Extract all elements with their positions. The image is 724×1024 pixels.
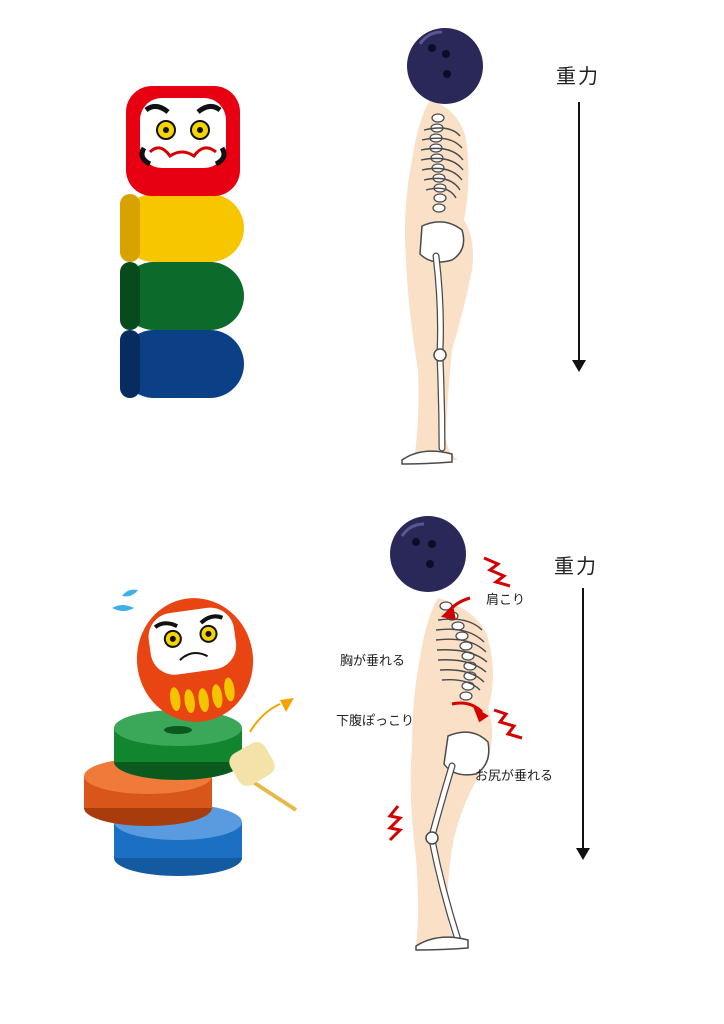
daruma-stack-toppling: [84, 589, 298, 876]
pain-zigzag-icon: [386, 556, 523, 842]
chest-annotation: 胸が垂れる: [340, 654, 406, 669]
slouched-skeleton: [386, 516, 523, 951]
shoulder-annotation: 肩こり: [486, 593, 526, 608]
gravity-label: 重力: [554, 554, 598, 578]
daruma-head-icon: [126, 86, 240, 196]
block-green: [120, 262, 244, 330]
poor-posture-illustration: [84, 516, 590, 951]
daruma-stack-aligned: [120, 86, 244, 398]
sweat-drop-icon: [112, 605, 134, 611]
poor-posture-panel: 重力 肩こり 胸が垂れる 下腹ぽっこり お尻が垂れる: [0, 500, 724, 1024]
block-blue: [120, 330, 244, 398]
bowling-ball-head-icon: [407, 28, 483, 104]
upright-skeleton: [401, 28, 483, 465]
bowling-ball-head-icon: [390, 516, 466, 592]
correct-posture-illustration: [120, 28, 586, 465]
red-force-arrows: [440, 596, 489, 723]
block-yellow: [120, 194, 244, 262]
daruma-head-worried-icon: [136, 598, 254, 722]
gravity-arrow-icon: [576, 588, 590, 860]
mallet-icon: [229, 698, 298, 812]
gravity-label: 重力: [556, 64, 600, 88]
correct-posture-panel: 重力: [0, 0, 724, 500]
belly-annotation: 下腹ぽっこり: [336, 714, 415, 729]
buttocks-annotation: お尻が垂れる: [475, 769, 554, 784]
gravity-arrow-icon: [572, 102, 586, 372]
